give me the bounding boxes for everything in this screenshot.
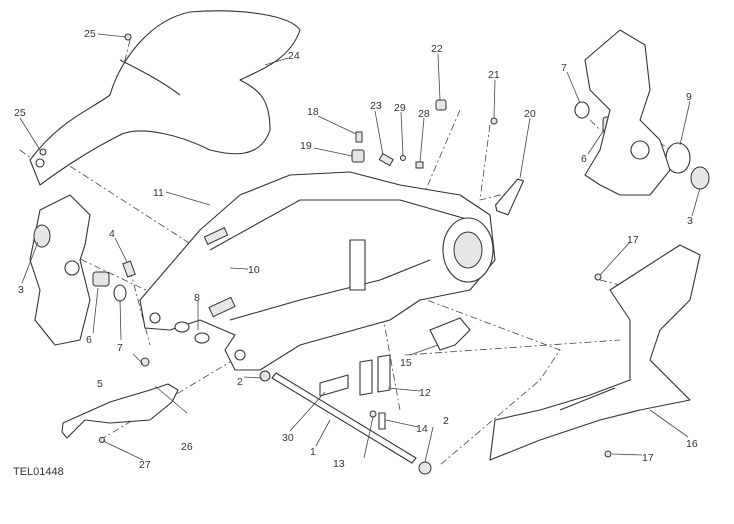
callout: 14 (416, 423, 428, 435)
bolt-20 (495, 178, 525, 216)
callout: 19 (300, 140, 312, 152)
callout: 7 (117, 342, 123, 354)
part-28 (415, 161, 424, 169)
swingarm-guard (429, 317, 471, 351)
callout: 6 (581, 153, 587, 165)
callout: 17 (627, 234, 639, 246)
swingarm-bracket (349, 239, 366, 291)
callout: 2 (237, 376, 243, 388)
sleeve-bracket (359, 354, 391, 396)
callout: 9 (686, 91, 692, 103)
left-footpeg-bracket (29, 194, 91, 346)
callouts: 25 24 25 11 3 4 10 8 6 7 5 2 26 27 30 1 … (14, 28, 698, 471)
washer-8b (194, 332, 210, 344)
pivot-hole-lower (234, 349, 246, 361)
lower-chain-guard (61, 383, 179, 439)
screw-23 (378, 152, 394, 167)
callout: 3 (687, 215, 693, 227)
seal-7-left (113, 284, 127, 302)
callout: 25 (14, 107, 26, 119)
leader-lines (19, 33, 701, 463)
part-29 (400, 155, 406, 161)
screw-17-bottom (604, 450, 612, 458)
slot (203, 227, 229, 245)
chain-guard-rib (559, 387, 616, 411)
callout: 20 (524, 108, 536, 120)
bushing-2-left (259, 370, 271, 382)
pivot-hole (149, 312, 161, 324)
callout: 21 (488, 69, 500, 81)
callout: 5 (97, 378, 103, 390)
callout: 15 (400, 357, 412, 369)
bolt-4 (122, 260, 136, 278)
right-bracket-hole (630, 140, 650, 160)
pivot-shaft (271, 372, 417, 464)
clamp-19 (351, 149, 365, 163)
callout: 11 (153, 187, 164, 199)
callout: 17 (642, 452, 654, 464)
callout: 7 (561, 62, 567, 74)
screw-13 (369, 410, 377, 418)
swingarm-upper-edge (209, 199, 471, 251)
chain-guard (489, 244, 701, 461)
washer-8a (174, 321, 190, 333)
callout: 16 (686, 438, 698, 450)
callout: 24 (288, 50, 300, 62)
callout: 4 (109, 228, 115, 240)
callout: 28 (418, 108, 430, 120)
slot-lower (208, 296, 236, 318)
callout: 1 (310, 446, 316, 458)
mudguard-rib (119, 59, 181, 96)
callout: 10 (248, 264, 260, 276)
bushing-left (33, 224, 51, 248)
swingarm-lower-edge (229, 259, 431, 321)
nut-5 (140, 357, 150, 367)
callout: 12 (419, 387, 431, 399)
bushing-3-right (690, 166, 710, 190)
screw-17-top (594, 273, 602, 281)
callout: 23 (370, 100, 382, 112)
hub-bore (453, 231, 483, 269)
drawing-code: TEL01448 (13, 466, 64, 478)
rear-mudguard (29, 10, 301, 186)
callout: 22 (431, 43, 443, 55)
mudguard-mount-hole (35, 158, 45, 168)
callout: 18 (307, 106, 319, 118)
seal-7-right (574, 101, 590, 119)
callout: 2 (443, 415, 449, 427)
callout: 29 (394, 102, 406, 114)
callout: 13 (333, 458, 345, 470)
screw-21 (490, 117, 498, 125)
callout: 3 (18, 284, 24, 296)
bushing-6-left (92, 271, 110, 287)
callout: 6 (86, 334, 92, 346)
callout: 30 (282, 432, 294, 444)
callout: 26 (181, 441, 193, 453)
bracket-hole (64, 260, 80, 276)
fitting-22 (435, 99, 447, 111)
callout: 27 (139, 459, 151, 471)
screw-25-left (39, 148, 47, 156)
callout: 25 (84, 28, 96, 40)
bushing-2-right (418, 461, 432, 475)
right-footpeg-bracket (584, 29, 671, 196)
bolt-14 (378, 412, 386, 430)
label-sticker (319, 374, 349, 397)
callout: 8 (194, 292, 200, 304)
screw-18 (355, 131, 363, 143)
